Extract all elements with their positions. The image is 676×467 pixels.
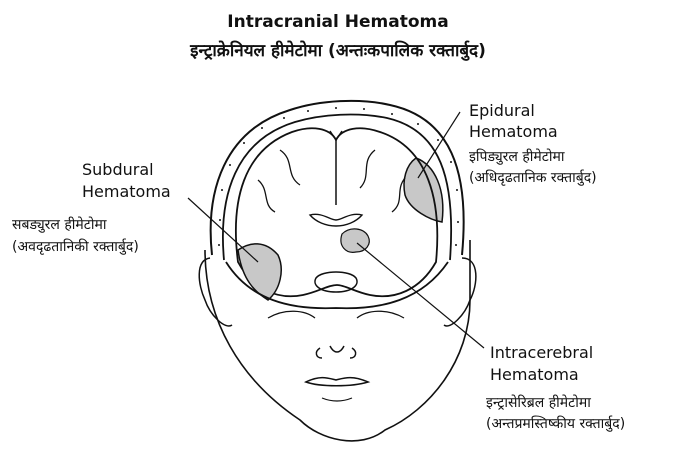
- epidural-label-hi-line2: (अधिदृढतानिक रक्तार्बुद): [469, 168, 597, 188]
- subdural-label-en-line1: Subdural: [82, 160, 154, 180]
- chin-line: [322, 398, 352, 401]
- nose: [316, 346, 355, 358]
- subdural-label-hi-line1: सबड्युरल हीमेटोमा: [12, 215, 106, 235]
- brainstem: [315, 272, 357, 292]
- subdural-label-hi-line2: (अवदृढतानिकी रक्तार्बुद): [12, 237, 139, 257]
- intracerebral-label-en-line2: Hematoma: [490, 365, 579, 385]
- left-eye-brow: [268, 311, 315, 318]
- ventricles: [310, 214, 362, 226]
- intracerebral-hematoma: [341, 229, 369, 252]
- intracerebral-label-hi-line1: इन्ट्रासेरिब्रल हीमेटोमा: [486, 393, 591, 413]
- leader-line-epidural: [418, 112, 460, 178]
- subdural-hematoma: [238, 244, 281, 300]
- mouth: [306, 378, 368, 386]
- epidural-label-en-line2: Hematoma: [469, 122, 558, 142]
- intracerebral-label-hi-line2: (अन्तप्रमस्तिष्कीय रक्तार्बुद): [486, 414, 625, 434]
- right-eye-brow: [357, 311, 404, 318]
- epidural-label-hi-line1: इपिड्युरल हीमेटोमा: [469, 147, 564, 167]
- intracerebral-label-en-line1: Intracerebral: [490, 343, 593, 363]
- brain-gyri: [258, 150, 405, 212]
- epidural-label-en-line1: Epidural: [469, 101, 535, 121]
- right-ear: [444, 258, 476, 326]
- subdural-label-en-line2: Hematoma: [82, 182, 171, 202]
